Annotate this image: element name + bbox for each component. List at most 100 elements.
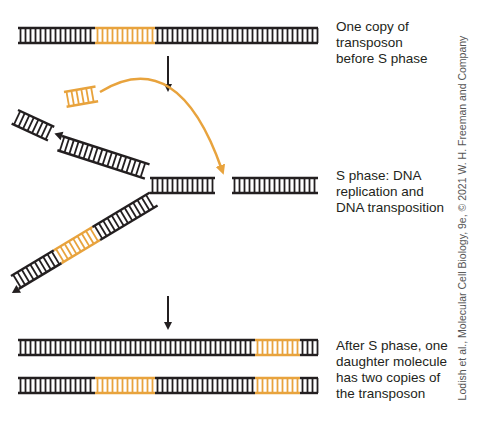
base-pair [86,88,89,103]
base-pair [212,378,214,393]
base-pair [98,149,103,163]
base-pair [172,178,174,193]
base-pair [132,378,134,393]
base-pair [230,340,232,355]
base-pair [107,28,109,43]
base-pair [182,378,184,393]
base-pair [97,28,99,43]
base-pair [37,122,43,136]
base-pair [287,378,289,393]
base-pair [202,178,204,193]
base-pair [75,28,77,43]
base-pair [30,28,32,43]
base-pair [122,157,127,171]
base-pair [264,178,266,193]
base-pair [195,340,197,355]
base-pair [85,28,87,43]
base-pair [40,378,42,393]
base-pair [282,340,284,355]
base-pair [74,141,79,155]
base-pair [152,178,154,193]
base-pair [180,340,182,355]
base-pair [137,28,139,43]
dna-strand [18,339,255,341]
base-pair [172,378,174,393]
base-pair [297,378,299,393]
base-pair [41,124,47,138]
base-pair [93,148,98,162]
base-pair [80,340,82,355]
base-pair [177,378,179,393]
credit-line: Lodish et al., Molecular Cell Biology, 9… [456,3,468,433]
base-pair [262,28,264,43]
base-pair [20,340,22,355]
base-pair [287,340,289,355]
step-label: S phase: DNA replication and DNA transpo… [336,168,451,216]
base-pair [257,378,259,393]
dna-strand [255,377,300,379]
base-pair [71,91,74,106]
base-pair [107,378,109,393]
base-pair [292,378,294,393]
base-pair [79,143,84,157]
step-label: One copy of transposon before S phase [336,19,436,67]
base-pair [65,378,67,393]
dna-strand [95,392,155,394]
base-pair [50,378,52,393]
base-pair [152,378,154,393]
dna-strand [255,339,300,341]
dna-strand [150,192,215,194]
base-pair [137,378,139,393]
base-pair [307,378,309,393]
base-pair [131,160,136,174]
dna-strand [300,339,318,341]
base-pair [262,340,264,355]
base-pair [317,340,319,355]
base-pair [147,28,149,43]
dna-strand [300,392,318,394]
base-pair [304,178,306,193]
base-pair [234,178,236,193]
base-pair [122,28,124,43]
base-pair [237,378,239,393]
base-pair [85,340,87,355]
base-pair [84,144,89,158]
base-pair [25,378,27,393]
base-pair [45,28,47,43]
dna-strand [95,27,155,29]
base-pair [23,115,29,129]
base-pair [172,28,174,43]
base-pair [187,28,189,43]
dna-segment [255,378,300,393]
base-pair [232,378,234,393]
base-pair [274,178,276,193]
dna-strand [18,27,95,29]
base-pair [272,378,274,393]
base-pair [200,340,202,355]
base-pair [30,378,32,393]
base-pair [249,178,251,193]
base-pair [112,28,114,43]
dna-strand [232,192,318,194]
base-pair [45,378,47,393]
dna-strand [100,205,157,240]
base-pair [76,90,79,105]
base-pair [170,340,172,355]
base-pair [122,378,124,393]
base-pair [254,178,256,193]
base-pair [90,378,92,393]
base-pair [190,340,192,355]
base-pair [85,378,87,393]
base-pair [127,378,129,393]
base-pair [192,28,194,43]
dna-strand [62,240,101,263]
base-pair [55,340,57,355]
base-pair [312,378,314,393]
base-pair [110,340,112,355]
base-pair [185,340,187,355]
dna-segment [64,86,98,106]
base-pair [212,28,214,43]
base-pair [97,378,99,393]
dna-segment [18,340,255,355]
base-pair [155,340,157,355]
